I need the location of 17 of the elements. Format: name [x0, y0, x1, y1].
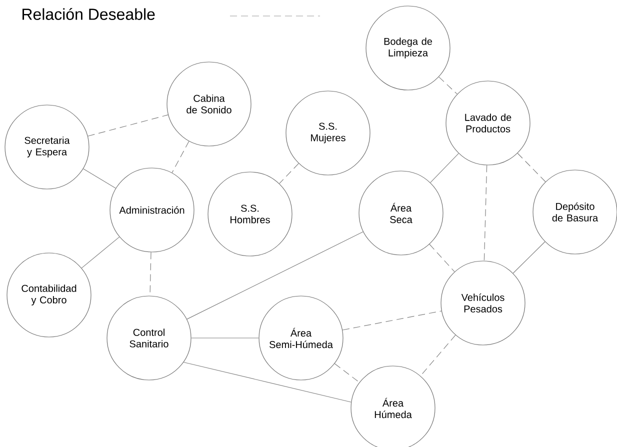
connector-line: [342, 310, 442, 330]
connector-line: [517, 152, 546, 182]
connector-line: [334, 363, 360, 383]
connector-line: [484, 164, 488, 262]
connector-line: [82, 168, 116, 189]
connector-line: [420, 334, 456, 376]
connector-line: [429, 244, 455, 272]
connector-line: [183, 362, 352, 402]
connector-line: [172, 140, 190, 174]
connector-line: [279, 163, 299, 184]
legend-text: Relación Deseable: [22, 8, 155, 20]
connector-line: [430, 153, 459, 183]
connector-line: [81, 236, 120, 268]
connector-line: [512, 241, 546, 274]
connector-line: [186, 231, 364, 320]
connector-line: [438, 76, 458, 94]
connector-line: [88, 114, 168, 136]
